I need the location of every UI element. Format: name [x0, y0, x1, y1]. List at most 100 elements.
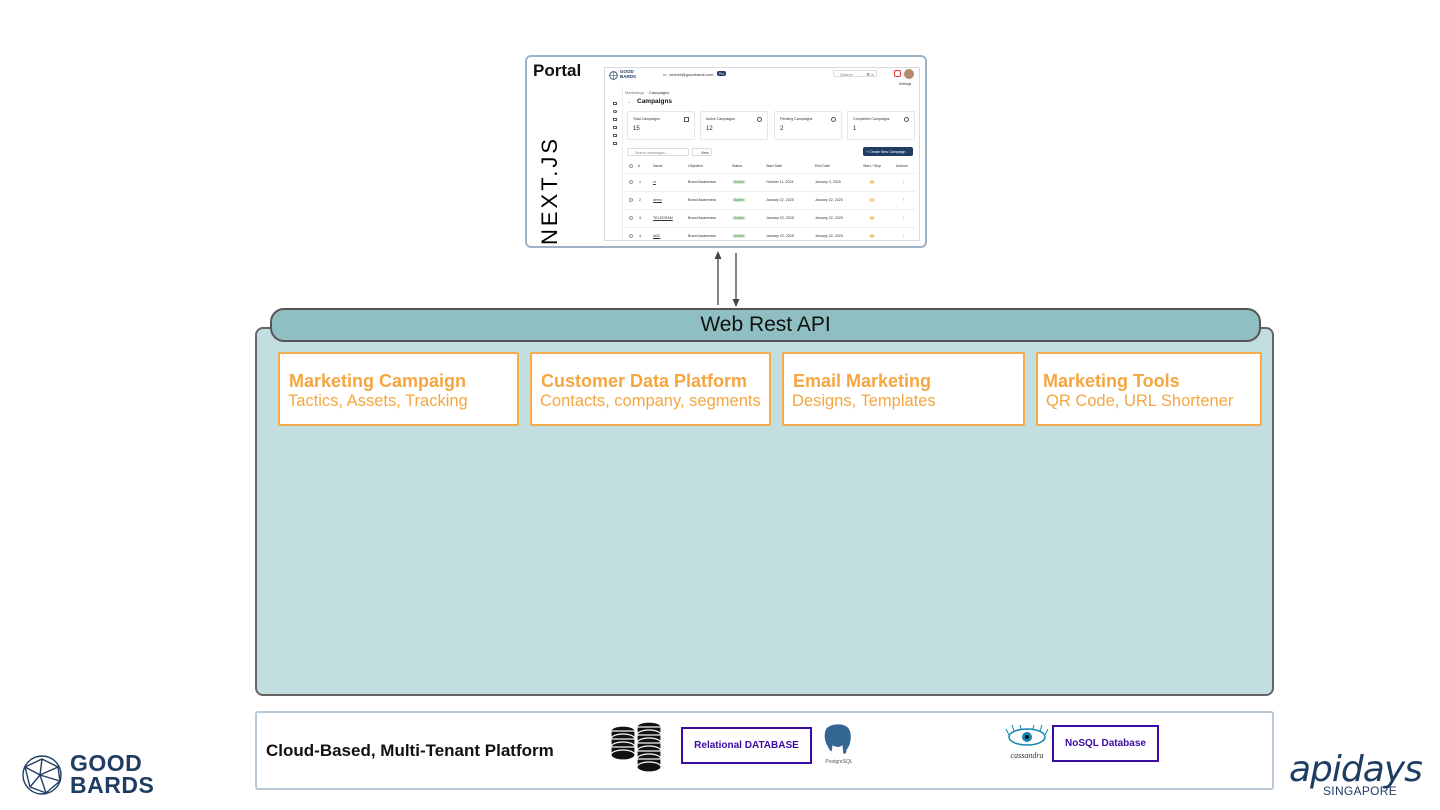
- mini-notification-icon[interactable]: [894, 70, 901, 77]
- mini-row-name[interactable]: demo: [653, 198, 662, 202]
- mini-col-header[interactable]: #: [638, 164, 640, 168]
- mini-search-input[interactable]: Search ⌘ K: [833, 70, 877, 77]
- mini-activity-icon: [757, 117, 762, 122]
- module-title: Marketing Campaign: [289, 371, 467, 391]
- mini-row-end: January 22, 2025: [815, 234, 843, 238]
- mini-brand-line1: GOOD: [620, 69, 634, 74]
- module-title: Email Marketing: [793, 371, 932, 391]
- mini-create-label: + Create New Campaign: [866, 149, 906, 154]
- apidays-logo-subtitle: SINGAPORE: [1323, 784, 1398, 798]
- mini-campaign-search-input[interactable]: Search campaigns...: [627, 148, 689, 156]
- nosql-database-box: NoSQL Database: [1052, 725, 1159, 762]
- mini-card-completed: Completed Campaigns 1: [847, 111, 915, 140]
- mini-row-start: January 22, 2025: [766, 234, 794, 238]
- module-subtitle: Designs, Templates: [792, 392, 936, 410]
- mini-row-checkbox[interactable]: [629, 198, 633, 202]
- mini-row-actions-icon[interactable]: ⋮: [902, 198, 906, 202]
- postgresql-wordmark: PostgreSQL: [825, 759, 852, 765]
- mini-settings-label[interactable]: Settings: [899, 82, 912, 86]
- mini-row-objective: Brand Awareness: [688, 198, 717, 202]
- mini-row-start: January 22, 2025: [766, 216, 794, 220]
- mini-pause-button[interactable]: ıı: [869, 234, 875, 238]
- mini-col-header[interactable]: Start Date: [766, 164, 783, 168]
- mini-col-header: Actions: [896, 164, 908, 168]
- mini-brand-line2: BARDS: [620, 73, 637, 79]
- module-subtitle: Tactics, Assets, Tracking: [288, 392, 468, 410]
- mini-card-value: 1: [853, 126, 857, 132]
- mini-row-name[interactable]: TELEGRAM: [653, 216, 673, 220]
- mini-row-objective: Brand Awareness: [688, 216, 717, 220]
- mini-pause-button[interactable]: ıı: [869, 180, 875, 184]
- mini-table-row[interactable]: 2 demo Brand Awareness Active January 22…: [625, 191, 915, 208]
- mini-row-checkbox[interactable]: [629, 216, 633, 220]
- mini-row-end: January 3, 2025: [815, 180, 841, 184]
- mini-status-badge: Active: [732, 234, 746, 238]
- mini-view-label: View: [701, 150, 709, 155]
- mini-row-objective: Brand Awareness: [688, 234, 717, 238]
- mini-avatar[interactable]: [904, 69, 914, 79]
- cassandra-logo-icon: cassandra: [1005, 725, 1049, 760]
- mini-col-header[interactable]: Name: [653, 164, 663, 168]
- mini-breadcrumb-2[interactable]: Campaigns: [649, 90, 670, 95]
- mini-table-row[interactable]: 1 ct Brand Awareness Active October 11, …: [625, 173, 915, 190]
- mini-clock-icon: [831, 117, 836, 122]
- mini-col-header[interactable]: Objective: [688, 164, 703, 168]
- arrow-up-head: [714, 251, 722, 259]
- goodbards-wordmark-line2: BARDS: [70, 772, 155, 798]
- mini-card-value: 2: [780, 126, 784, 132]
- mini-sidebar-chart-icon[interactable]: [613, 134, 617, 137]
- mini-row-checkbox[interactable]: [629, 180, 633, 184]
- mini-row-num: 3: [639, 216, 641, 220]
- mini-sidebar-grid-icon[interactable]: [613, 142, 617, 145]
- mini-folder-icon: ▭: [663, 72, 667, 77]
- apidays-logo: apidays: [1289, 749, 1423, 790]
- postgresql-logo-icon: PostgreSQL: [823, 723, 853, 765]
- mini-row-num: 2: [639, 198, 641, 202]
- mini-sidebar-list-icon[interactable]: [613, 118, 617, 121]
- mini-row-actions-icon[interactable]: ⋮: [902, 234, 906, 238]
- mini-create-campaign-button[interactable]: + Create New Campaign: [863, 147, 913, 156]
- mini-email-badge: Pro: [717, 71, 727, 76]
- mini-row-actions-icon[interactable]: ⋮: [902, 216, 906, 220]
- mini-row-num: 1: [639, 180, 641, 184]
- mini-card-label: Active Campaigns: [706, 117, 735, 121]
- mini-view-button[interactable]: View: [692, 148, 712, 156]
- arrow-down-head: [732, 299, 740, 307]
- mini-pause-button[interactable]: ıı: [869, 216, 875, 220]
- mini-status-badge: Active: [732, 216, 746, 220]
- mini-sidebar-target-icon[interactable]: [613, 110, 617, 113]
- mini-sidebar-dashboard-icon[interactable]: [613, 102, 617, 105]
- mini-card-label: Pending Campaigns: [780, 117, 813, 121]
- mini-email[interactable]: cedrick@goodbards.com: [669, 72, 714, 77]
- relational-database-box: Relational DATABASE: [681, 727, 812, 764]
- mini-back-icon[interactable]: ←: [627, 99, 632, 105]
- module-title: Marketing Tools: [1043, 371, 1180, 391]
- mini-sidebar-link-icon[interactable]: [613, 126, 617, 129]
- module-marketing-campaign: Marketing Campaign Tactics, Assets, Trac…: [278, 352, 519, 426]
- mini-table-row[interactable]: 4 ABC Brand Awareness Active January 22,…: [625, 227, 915, 240]
- mini-row-name[interactable]: ct: [653, 180, 656, 184]
- mini-select-all-checkbox[interactable]: [629, 164, 633, 168]
- nextjs-logo: NEXT.JS: [537, 137, 562, 245]
- mini-card-pending: Pending Campaigns 2: [774, 111, 842, 140]
- mini-page-title: Campaigns: [637, 98, 673, 105]
- goodbards-logo-icon: [22, 755, 62, 795]
- web-rest-api-bar: Web Rest API: [270, 308, 1261, 342]
- mini-row-end: January 22, 2025: [815, 198, 843, 202]
- mini-row-checkbox[interactable]: [629, 234, 633, 238]
- mini-row-start: October 11, 2024: [766, 180, 794, 184]
- mini-row-end: January 22, 2025: [815, 216, 843, 220]
- mini-col-header[interactable]: Status: [732, 164, 743, 168]
- mini-row-actions-icon[interactable]: ⋮: [902, 180, 906, 184]
- mini-row-name[interactable]: ABC: [653, 234, 661, 238]
- mini-sidebar: [605, 86, 623, 240]
- cassandra-wordmark: cassandra: [1011, 751, 1044, 760]
- mini-pause-button[interactable]: ıı: [869, 198, 875, 202]
- mini-table-row[interactable]: 3 TELEGRAM Brand Awareness Active Januar…: [625, 209, 915, 226]
- mini-col-header[interactable]: End Date: [815, 164, 830, 168]
- mini-breadcrumb-1[interactable]: Marketing: [625, 90, 643, 95]
- goodbards-mini-logo-icon: [609, 71, 618, 80]
- mini-row-objective: Brand Awareness: [688, 180, 717, 184]
- portal-screenshot: GOOD BARDS ▭ cedrick@goodbards.com Pro S…: [604, 67, 920, 241]
- mini-card-value: 15: [633, 126, 640, 132]
